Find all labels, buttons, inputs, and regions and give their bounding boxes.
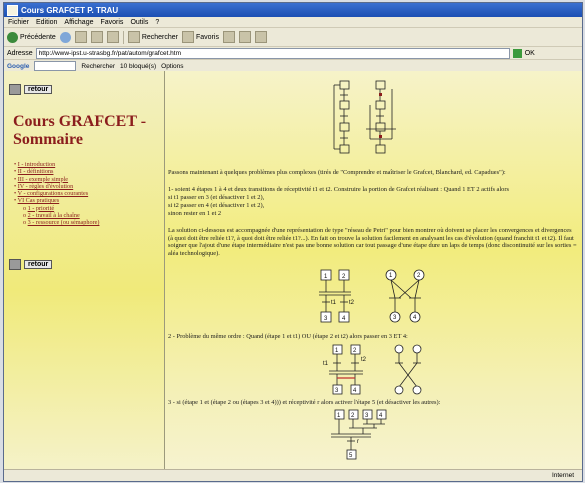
search-button[interactable]: Rechercher <box>127 31 178 43</box>
toolbar: Précédente Rechercher Favoris <box>4 28 582 47</box>
go-button[interactable]: OK <box>524 49 535 57</box>
back-button[interactable]: Précédente <box>7 31 56 43</box>
problem-3: 3 - si (étape 1 et (étape 2 ou (étapes 3… <box>168 399 441 406</box>
menu-help[interactable]: ? <box>155 18 160 26</box>
solution-paragraph: La solution ci-dessous est accompagnée d… <box>168 227 577 257</box>
status-zone: Internet <box>551 472 574 479</box>
browser-window: Cours GRAFCET P. TRAU Fichier Edition Af… <box>3 2 583 482</box>
search-icon <box>127 31 140 43</box>
address-bar: Adresse http://www-ipst.u-strasbg.fr/pat… <box>4 47 582 60</box>
grafcet-diagram-2: 1 2 3 4 t1 t2 <box>323 344 422 395</box>
svg-text:2: 2 <box>351 413 355 419</box>
problem-1-line-4: sinon rester en 1 et 2 <box>168 210 222 217</box>
svg-text:t2: t2 <box>361 357 367 363</box>
google-search-input[interactable] <box>34 61 77 71</box>
svg-text:5: 5 <box>349 453 353 459</box>
toc-subitem[interactable]: o 2 - travail à la chaîne <box>23 212 80 220</box>
google-logo: Google <box>7 62 30 70</box>
refresh-icon[interactable] <box>90 31 103 43</box>
svg-text:t1: t1 <box>331 300 337 306</box>
google-options-button[interactable]: Options <box>161 62 184 70</box>
google-search-button[interactable]: Rechercher <box>81 62 115 70</box>
page-content: retour Cours GRAFCET - Sommaire • I - in… <box>4 71 582 469</box>
toc-item[interactable]: • V - configurations courantes <box>14 190 89 198</box>
return-button-top[interactable]: retour <box>9 84 53 95</box>
browser-icon <box>7 4 18 16</box>
forward-button[interactable] <box>59 31 71 43</box>
svg-text:2: 2 <box>417 273 421 279</box>
grafcet-diagram-1: 1 2 3 4 t1 t2 1 2 3 4 <box>319 269 425 323</box>
toc-item[interactable]: • VI Cas pratiques <box>14 197 60 205</box>
toc-item[interactable]: • III - exemple simple <box>14 175 69 183</box>
popup-blocked-button[interactable]: 10 bloqué(s) <box>120 62 157 70</box>
menu-fichier[interactable]: Fichier <box>8 18 30 26</box>
problem-1: 1- soient 4 étapes 1 à 4 et deux transit… <box>168 186 509 193</box>
menu-edition[interactable]: Edition <box>36 18 58 26</box>
address-input[interactable]: http://www-ipst.u-strasbg.fr/pat/autom/g… <box>35 47 510 59</box>
svg-text:4: 4 <box>353 388 357 394</box>
table-of-contents: • I - introduction • II - définitions • … <box>14 161 99 227</box>
svg-text:1: 1 <box>324 274 328 280</box>
right-frame: Passons maintenant à quelques problèmes … <box>165 71 582 469</box>
svg-text:3: 3 <box>393 315 397 321</box>
problem-1-line-2: si t1 passer en 3 (et désactiver 1 et 2)… <box>168 194 265 201</box>
svg-text:3: 3 <box>324 316 328 322</box>
return-button-bottom[interactable]: retour <box>9 259 53 270</box>
title-bar: Cours GRAFCET P. TRAU <box>4 3 582 17</box>
home-icon[interactable] <box>106 31 119 43</box>
status-bar: Internet <box>4 469 582 481</box>
stop-icon[interactable] <box>74 31 87 43</box>
go-icon[interactable] <box>512 48 522 58</box>
svg-text:t2: t2 <box>349 300 355 306</box>
svg-text:1: 1 <box>335 348 339 354</box>
page-title: Cours GRAFCET - Sommaire <box>13 113 147 148</box>
problem-1-line-3: si t2 passer en 4 (et désactiver 1 et 2)… <box>168 202 265 209</box>
svg-text:2: 2 <box>353 348 357 354</box>
svg-text:r: r <box>357 439 359 445</box>
back-icon <box>7 31 18 43</box>
grafcet-diagram-top <box>333 80 396 154</box>
return-icon <box>9 84 21 95</box>
svg-text:4: 4 <box>413 315 417 321</box>
menu-favoris[interactable]: Favoris <box>100 18 124 26</box>
window-title: Cours GRAFCET P. TRAU <box>21 5 119 15</box>
svg-text:3: 3 <box>365 413 369 419</box>
toc-item[interactable]: • II - définitions <box>14 168 54 176</box>
svg-text:2: 2 <box>342 274 346 280</box>
menu-outils[interactable]: Outils <box>130 18 149 26</box>
print-icon[interactable] <box>254 31 267 43</box>
problem-2: 2 - Problème du même ordre : Quand (étap… <box>168 333 408 340</box>
grafcet-diagram-3: 1 2 3 4 5 r <box>331 409 387 460</box>
history-icon[interactable] <box>222 31 235 43</box>
left-frame: retour Cours GRAFCET - Sommaire • I - in… <box>4 71 165 469</box>
favorites-button[interactable]: Favoris <box>182 31 219 43</box>
toc-item[interactable]: • IV - règles d'évolution <box>14 182 74 190</box>
svg-text:t1: t1 <box>323 361 329 367</box>
star-icon <box>182 31 194 43</box>
paragraph-intro: Passons maintenant à quelques problèmes … <box>168 169 506 176</box>
svg-text:1: 1 <box>389 273 393 279</box>
menu-affichage[interactable]: Affichage <box>64 18 94 26</box>
toc-item[interactable]: • I - introduction <box>14 161 56 168</box>
toc-subitem[interactable]: o 1 - priorité <box>23 204 55 212</box>
address-label: Adresse <box>7 49 33 57</box>
svg-text:4: 4 <box>342 316 346 322</box>
return-icon <box>9 259 21 270</box>
mail-icon[interactable] <box>238 31 251 43</box>
svg-text:3: 3 <box>335 388 339 394</box>
toc-subitem[interactable]: o 3 - ressource (ou sémaphore) <box>23 219 100 227</box>
menu-bar: Fichier Edition Affichage Favoris Outils… <box>4 17 582 28</box>
svg-text:1: 1 <box>337 413 341 419</box>
svg-text:4: 4 <box>379 413 383 419</box>
